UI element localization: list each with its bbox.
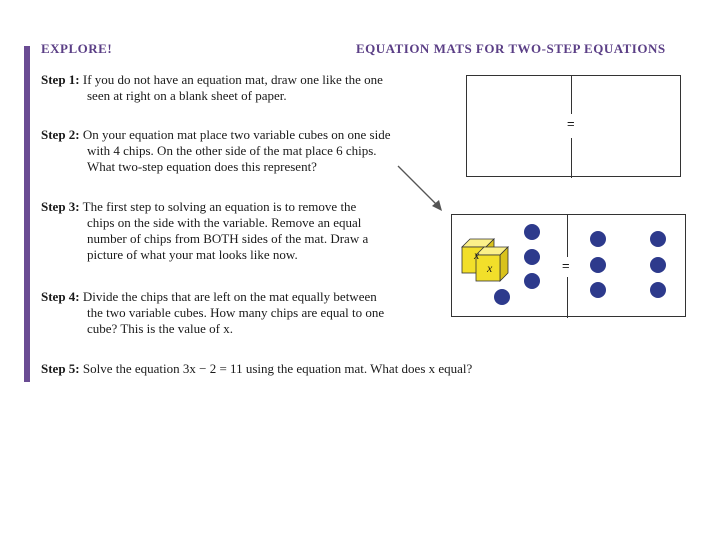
step-2-text: On your equation mat place two variable …	[82, 127, 391, 142]
step-4-text-line: the two variable cubes. How many chips a…	[87, 305, 385, 320]
chip	[650, 231, 666, 247]
step-1-text: If you do not have an equation mat, draw…	[82, 72, 383, 87]
equals-sign: =	[562, 258, 570, 273]
chip	[524, 273, 540, 289]
step-1: Step 1: If you do not have an equation m…	[41, 72, 451, 104]
step-2-label: Step 2:	[41, 127, 80, 142]
section-title: EQUATION MATS FOR TWO-STEP EQUATIONS	[356, 41, 666, 56]
variable-label: x	[487, 261, 493, 275]
chip	[524, 249, 540, 265]
step-2-text-line: with 4 chips. On the other side of the m…	[87, 143, 377, 158]
explore-heading: EXPLORE!	[41, 41, 113, 56]
mat-divider	[567, 215, 569, 257]
step-4-text-line: cube? This is the value of x.	[87, 321, 233, 336]
mat-divider	[571, 76, 573, 114]
empty-equation-mat: =	[466, 75, 681, 178]
step-3-text-line: picture of what your mat looks like now.	[87, 247, 298, 262]
step-2-text-line: What two-step equation does this represe…	[87, 159, 317, 174]
variable-cubes-icon	[461, 238, 509, 282]
equation-mat-example: = x x	[451, 214, 686, 318]
chip	[494, 289, 510, 305]
step-3-text: The first step to solving an equation is…	[82, 199, 357, 214]
step-1-text-line: seen at right on a blank sheet of paper.	[87, 88, 287, 103]
step-5: Step 5: Solve the equation 3x − 2 = 11 u…	[41, 361, 561, 377]
variable-label: x	[474, 248, 480, 262]
step-2: Step 2: On your equation mat place two v…	[41, 127, 451, 175]
chip	[650, 282, 666, 298]
chip	[650, 257, 666, 273]
equals-sign: =	[567, 116, 575, 131]
step-5-text: Solve the equation 3x − 2 = 11 using the…	[82, 361, 473, 376]
step-4-text: Divide the chips that are left on the ma…	[82, 289, 377, 304]
step-5-label: Step 5:	[41, 361, 80, 376]
step-1-label: Step 1:	[41, 72, 80, 87]
chip	[590, 231, 606, 247]
step-4: Step 4: Divide the chips that are left o…	[41, 289, 451, 337]
step-4-label: Step 4:	[41, 289, 80, 304]
mat-divider	[571, 138, 573, 178]
step-3-label: Step 3:	[41, 199, 80, 214]
chip	[524, 224, 540, 240]
step-3: Step 3: The first step to solving an equ…	[41, 199, 451, 263]
mat-divider	[567, 277, 569, 318]
chip	[590, 282, 606, 298]
accent-bar	[24, 46, 30, 382]
step-3-text-line: number of chips from BOTH sides of the m…	[87, 231, 369, 246]
chip	[590, 257, 606, 273]
step-3-text-line: chips on the side with the variable. Rem…	[87, 215, 362, 230]
